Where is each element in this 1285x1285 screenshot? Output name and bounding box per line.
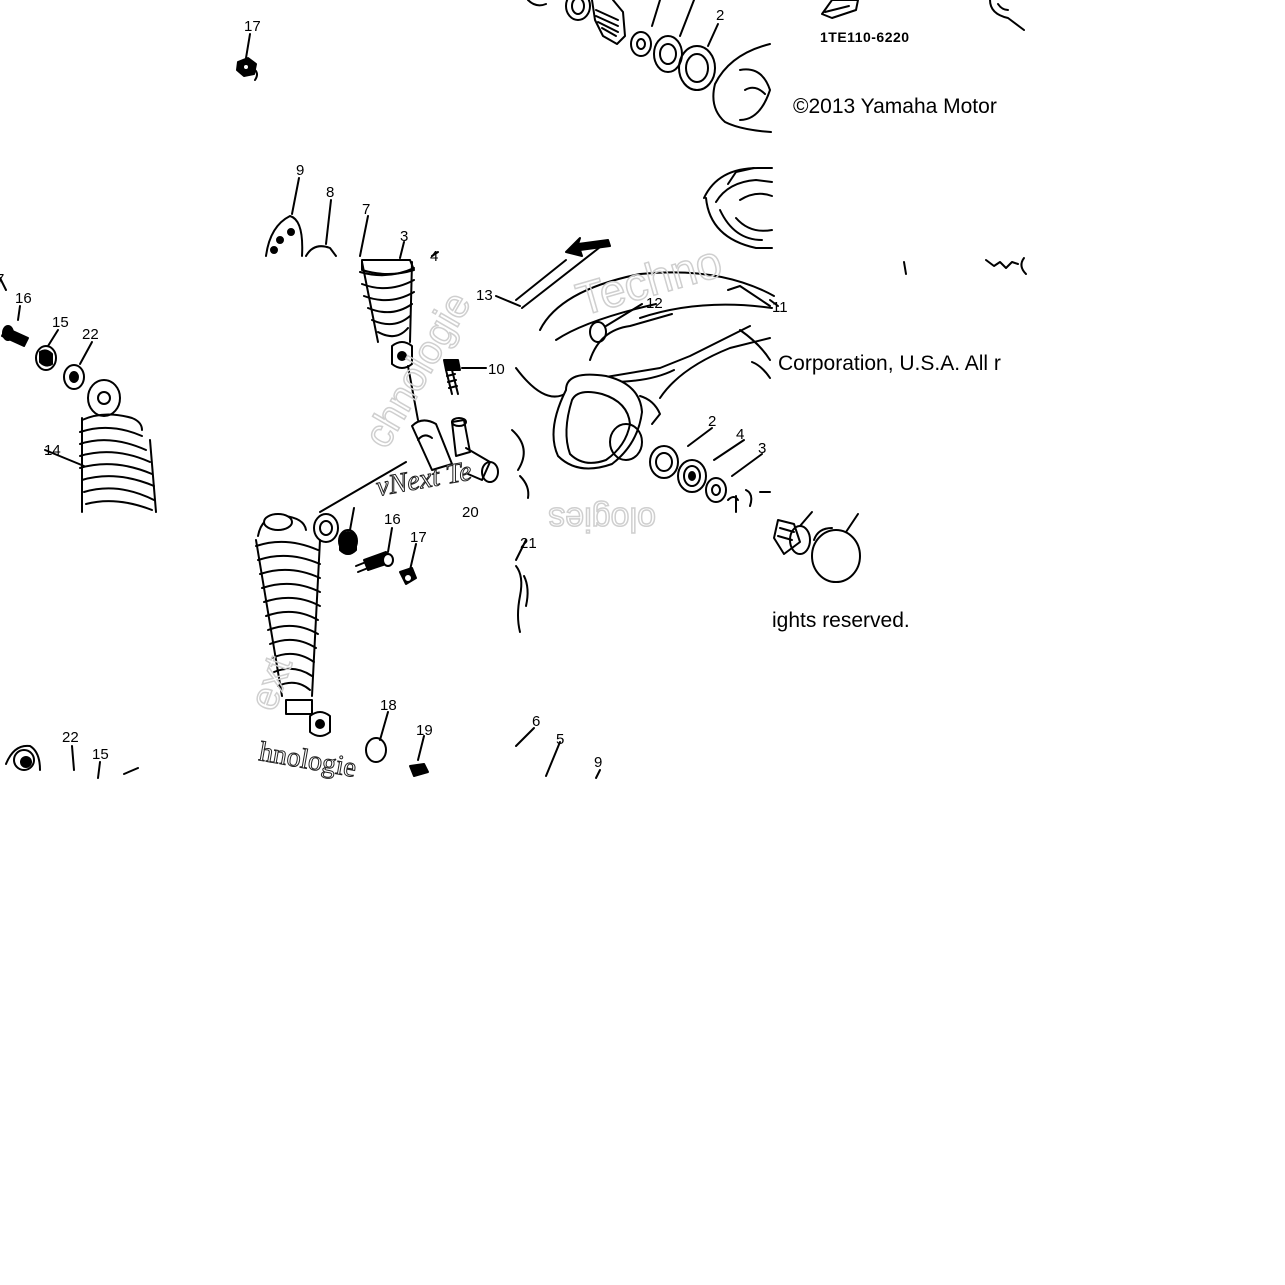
callout-22-left: 22: [82, 326, 99, 343]
drawing-code: 1TE110-6220: [820, 29, 910, 45]
callout-18: 18: [380, 697, 397, 714]
callout-21: 21: [520, 535, 537, 552]
rights-text-line-1: Corporation, U.S.A. All r: [778, 352, 1001, 375]
callout-2-lower: 2: [708, 413, 716, 430]
lower-bearings: [649, 427, 771, 513]
swingarm-group: [495, 167, 779, 470]
callout-15-left: 15: [52, 314, 69, 331]
callout-16-left: 16: [15, 290, 32, 307]
left-shock-group: [0, 277, 157, 513]
callout-12: 12: [646, 295, 663, 312]
callout-2-top: 2: [716, 7, 724, 24]
callout-8: 8: [326, 184, 334, 201]
right-mid-fragments: [903, 257, 1027, 275]
bottom-left-parts: [5, 744, 139, 779]
watermark-text-2: vNext Te: [374, 456, 474, 503]
watermark-text-4: ext: [241, 651, 301, 716]
watermark-text-5: hnologie: [257, 736, 359, 784]
axle-nut-cap: [773, 511, 861, 583]
second-shock: [255, 513, 429, 777]
callout-17-top: 17: [244, 18, 261, 35]
callout-7: 7: [362, 201, 370, 218]
lower-shock-group: [313, 507, 529, 633]
upper-spring-parts: [265, 177, 439, 259]
callout-6: 6: [532, 713, 540, 730]
callout-3-lower: 3: [758, 440, 766, 457]
nut-17-top: [236, 33, 258, 81]
callout-7-left: 7: [0, 271, 4, 288]
top-right-fragments: [821, 0, 1025, 31]
diagram-area: [0, 0, 1030, 780]
callout-15-bottom: 15: [92, 746, 109, 763]
callout-9-bottom: 9: [594, 754, 602, 771]
center-spring-and-bracket: [319, 259, 530, 513]
callout-numbers: 17 9 8 7 3 4 16 15 22 14 7 10 13 12 11 2…: [0, 7, 788, 771]
bottom-right-leaders: [515, 727, 601, 779]
callout-3-top: 3: [400, 228, 408, 245]
rights-text-line-2: ights reserved.: [772, 609, 910, 632]
callout-10: 10: [488, 361, 505, 378]
callout-20: 20: [462, 504, 479, 521]
callout-22-bottom: 22: [62, 729, 79, 746]
callout-13: 13: [476, 287, 493, 304]
callout-5: 5: [556, 731, 564, 748]
callout-11: 11: [772, 299, 788, 316]
callout-17-lower: 17: [410, 529, 427, 546]
watermark: Techno vNext Te ologies ext hnologie chn…: [241, 234, 728, 784]
callout-4-top: 4: [430, 248, 438, 265]
callout-4-lower: 4: [736, 426, 744, 443]
callout-9-top: 9: [296, 162, 304, 179]
callout-16-lower: 16: [384, 511, 401, 528]
top-bearing-group: [527, 0, 772, 133]
callout-14: 14: [44, 442, 61, 459]
watermark-text-3: ologies: [548, 500, 656, 538]
callout-19: 19: [416, 722, 433, 739]
copyright-text: ©2013 Yamaha Motor: [793, 95, 997, 118]
